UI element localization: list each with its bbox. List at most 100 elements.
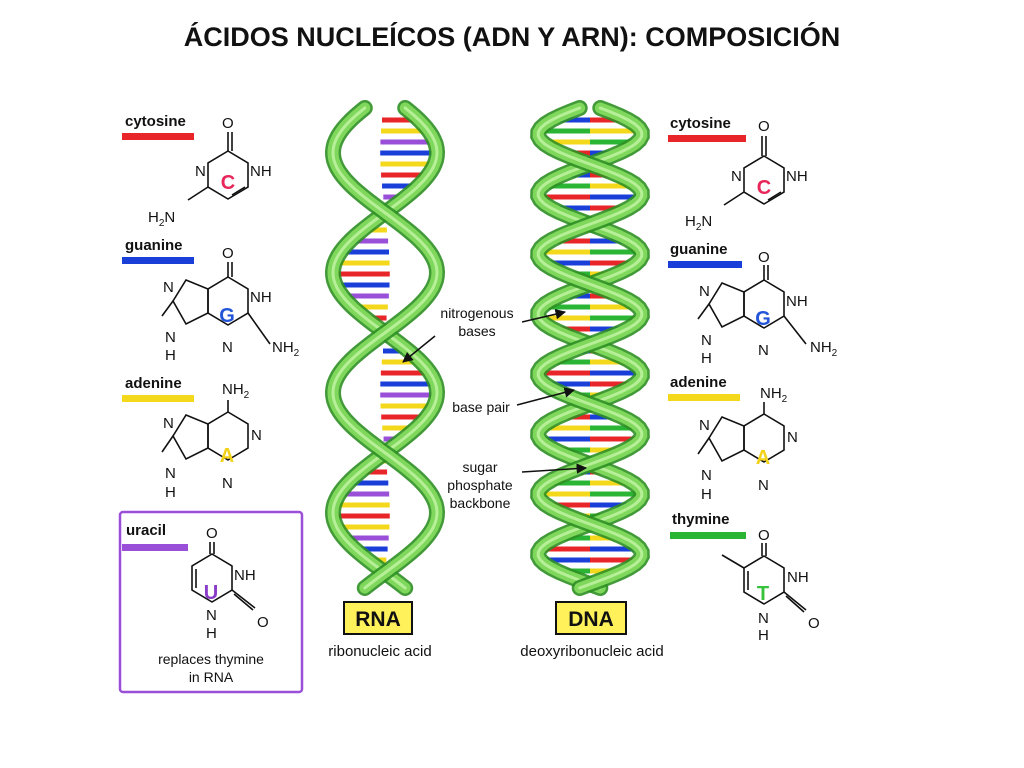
oxygen-atom: O bbox=[206, 525, 218, 542]
base-rung bbox=[555, 117, 590, 123]
base-rung bbox=[548, 381, 590, 387]
base-letter: A bbox=[220, 445, 234, 467]
right-adenine: adenine NH2 N N N N H A bbox=[668, 374, 798, 503]
base-rung bbox=[366, 227, 387, 233]
adenine-structure bbox=[161, 400, 249, 461]
base-rung bbox=[383, 194, 402, 200]
nitrogen-atom: N bbox=[222, 475, 233, 492]
oxygen-atom: O bbox=[808, 615, 820, 632]
base-rung bbox=[590, 491, 638, 497]
nitrogenous-label-line1: nitrogenous bbox=[440, 305, 513, 321]
nh2-group: NH2 bbox=[272, 339, 300, 359]
adenine-color-bar bbox=[668, 394, 740, 401]
base-rung bbox=[542, 249, 590, 255]
hydrogen-atom: H bbox=[701, 486, 712, 503]
adenine-label: adenine bbox=[670, 374, 727, 391]
base-rung bbox=[340, 524, 390, 530]
arrow-to-backbone bbox=[521, 463, 588, 474]
base-rung bbox=[590, 381, 632, 387]
nitrogen-atom: N bbox=[701, 467, 712, 484]
left-guanine: guanine O N NH N H N NH2 G bbox=[122, 237, 300, 364]
base-rung bbox=[363, 469, 388, 475]
base-rung bbox=[382, 183, 415, 189]
base-rung bbox=[346, 293, 389, 299]
guanine-color-bar bbox=[122, 257, 194, 264]
base-rung bbox=[546, 139, 590, 145]
base-letter: A bbox=[756, 447, 770, 469]
base-letter: C bbox=[757, 177, 771, 199]
base-rung bbox=[380, 139, 431, 145]
nitrogen-atom: N bbox=[195, 163, 206, 180]
thymine-color-bar bbox=[670, 532, 746, 539]
sugar-label-line3: backbone bbox=[450, 495, 511, 511]
base-rung bbox=[347, 535, 389, 541]
right-thymine: thymine O NH N H O T bbox=[670, 511, 820, 644]
base-rung bbox=[543, 315, 590, 321]
base-rung bbox=[555, 205, 590, 211]
base-rung bbox=[590, 502, 630, 508]
base-rung bbox=[553, 238, 590, 244]
hydrogen-atom: H bbox=[758, 627, 769, 644]
nh2-group: NH2 bbox=[222, 381, 250, 401]
base-rung bbox=[381, 117, 416, 123]
base-rung bbox=[590, 205, 625, 211]
arrow-to-dna-bases bbox=[521, 309, 567, 323]
base-rung bbox=[590, 315, 637, 321]
base-rung bbox=[590, 128, 638, 134]
base-rung bbox=[380, 392, 433, 398]
rna-badge: RNA ribonucleic acid bbox=[328, 601, 432, 660]
dna-helix bbox=[530, 100, 650, 596]
left-adenine: adenine NH2 N N N N H A bbox=[122, 375, 262, 501]
base-rung bbox=[382, 425, 413, 431]
base-rung bbox=[383, 348, 405, 354]
nitrogen-atom: N bbox=[163, 279, 174, 296]
backbone-highlight bbox=[536, 106, 644, 590]
nh-group: NH bbox=[250, 163, 272, 180]
base-rung bbox=[339, 282, 390, 288]
base-rung bbox=[590, 546, 637, 552]
base-rung bbox=[542, 128, 590, 134]
base-rung bbox=[542, 491, 590, 497]
backbone-highlight bbox=[331, 106, 439, 590]
base-rung bbox=[550, 502, 590, 508]
nitrogen-atom: N bbox=[787, 429, 798, 446]
rna-backbone bbox=[324, 100, 446, 596]
nh-group: NH bbox=[786, 168, 808, 185]
base-rung bbox=[380, 381, 432, 387]
dna-badge-text: DNA bbox=[568, 608, 614, 631]
base-rung bbox=[590, 359, 628, 365]
adenine-structure bbox=[697, 402, 785, 463]
base-rung bbox=[556, 326, 590, 332]
guanine-color-bar bbox=[668, 261, 742, 268]
nitrogen-atom: N bbox=[165, 329, 176, 346]
base-rung bbox=[343, 491, 390, 497]
right-guanine: guanine O N NH N H N NH2 G bbox=[668, 241, 838, 367]
uracil-box: uracil O NH N H O U replaces thymine in … bbox=[118, 510, 304, 694]
base-letter: G bbox=[219, 305, 235, 327]
oxygen-atom: O bbox=[758, 249, 770, 266]
nh2-group: NH2 bbox=[760, 385, 788, 405]
base-rung bbox=[550, 480, 590, 486]
rna-caption: ribonucleic acid bbox=[328, 643, 431, 660]
thymine-structure bbox=[721, 543, 807, 613]
adenine-color-bar bbox=[122, 395, 194, 402]
oxygen-atom: O bbox=[758, 118, 770, 135]
uracil-label: uracil bbox=[126, 522, 166, 539]
nitrogen-atom: N bbox=[758, 342, 769, 359]
base-rung bbox=[380, 150, 433, 156]
nitrogenous-label-line2: bases bbox=[458, 323, 495, 339]
nh-group: NH bbox=[234, 567, 256, 584]
hydrogen-atom: H bbox=[165, 484, 176, 501]
nitrogen-atom: N bbox=[222, 339, 233, 356]
base-letter: U bbox=[204, 582, 218, 604]
base-rung bbox=[380, 161, 431, 167]
base-letter: C bbox=[221, 172, 235, 194]
guanine-label: guanine bbox=[125, 237, 183, 254]
nitrogen-atom: N bbox=[165, 465, 176, 482]
oxygen-atom: O bbox=[222, 245, 234, 262]
hydrogen-atom: H bbox=[701, 350, 712, 367]
uracil-note-line2: in RNA bbox=[189, 669, 234, 685]
base-letter: T bbox=[757, 583, 769, 605]
base-rung bbox=[353, 238, 389, 244]
h2n-group: H2N bbox=[685, 213, 712, 233]
